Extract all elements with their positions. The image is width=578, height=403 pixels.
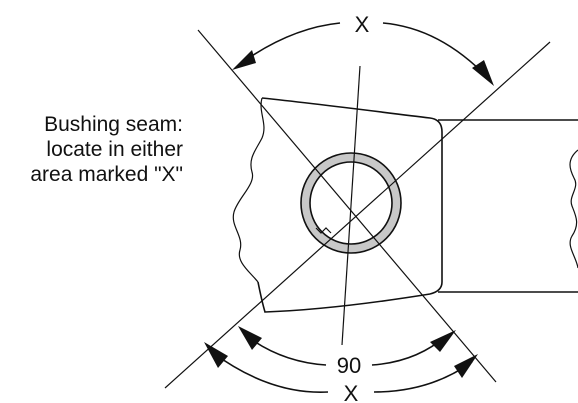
note-line-2: locate in either: [46, 138, 183, 161]
arrowhead-90-right: [430, 330, 456, 352]
lever-body: [232, 97, 443, 313]
arrowhead-top-left: [232, 50, 256, 70]
reference-lines: [164, 29, 551, 389]
bottom-angle-dimension: X: [204, 342, 478, 403]
bushing-seam-note: Bushing seam: locate in either area mark…: [30, 113, 183, 186]
bushing-seam-mark: [315, 227, 332, 234]
note-line-3: area marked "X": [30, 163, 183, 186]
arrowhead-top-right: [472, 60, 494, 86]
diagonal-line-b: [164, 41, 551, 389]
arrowhead-90-left: [238, 326, 262, 350]
arrowhead-bottom-right: [454, 354, 478, 378]
top-angle-label: X: [355, 12, 370, 37]
top-angle-dimension: X: [232, 12, 494, 86]
bottom-angle-label: X: [344, 381, 359, 403]
center-line: [341, 65, 361, 346]
diagonal-line-a: [197, 29, 497, 383]
right-angle-label: 90: [337, 353, 361, 378]
note-line-1: Bushing seam:: [44, 113, 183, 136]
shaft-extension: [438, 119, 578, 293]
arrowhead-bottom-left: [204, 342, 228, 368]
right-angle-dimension: 90: [238, 326, 456, 378]
